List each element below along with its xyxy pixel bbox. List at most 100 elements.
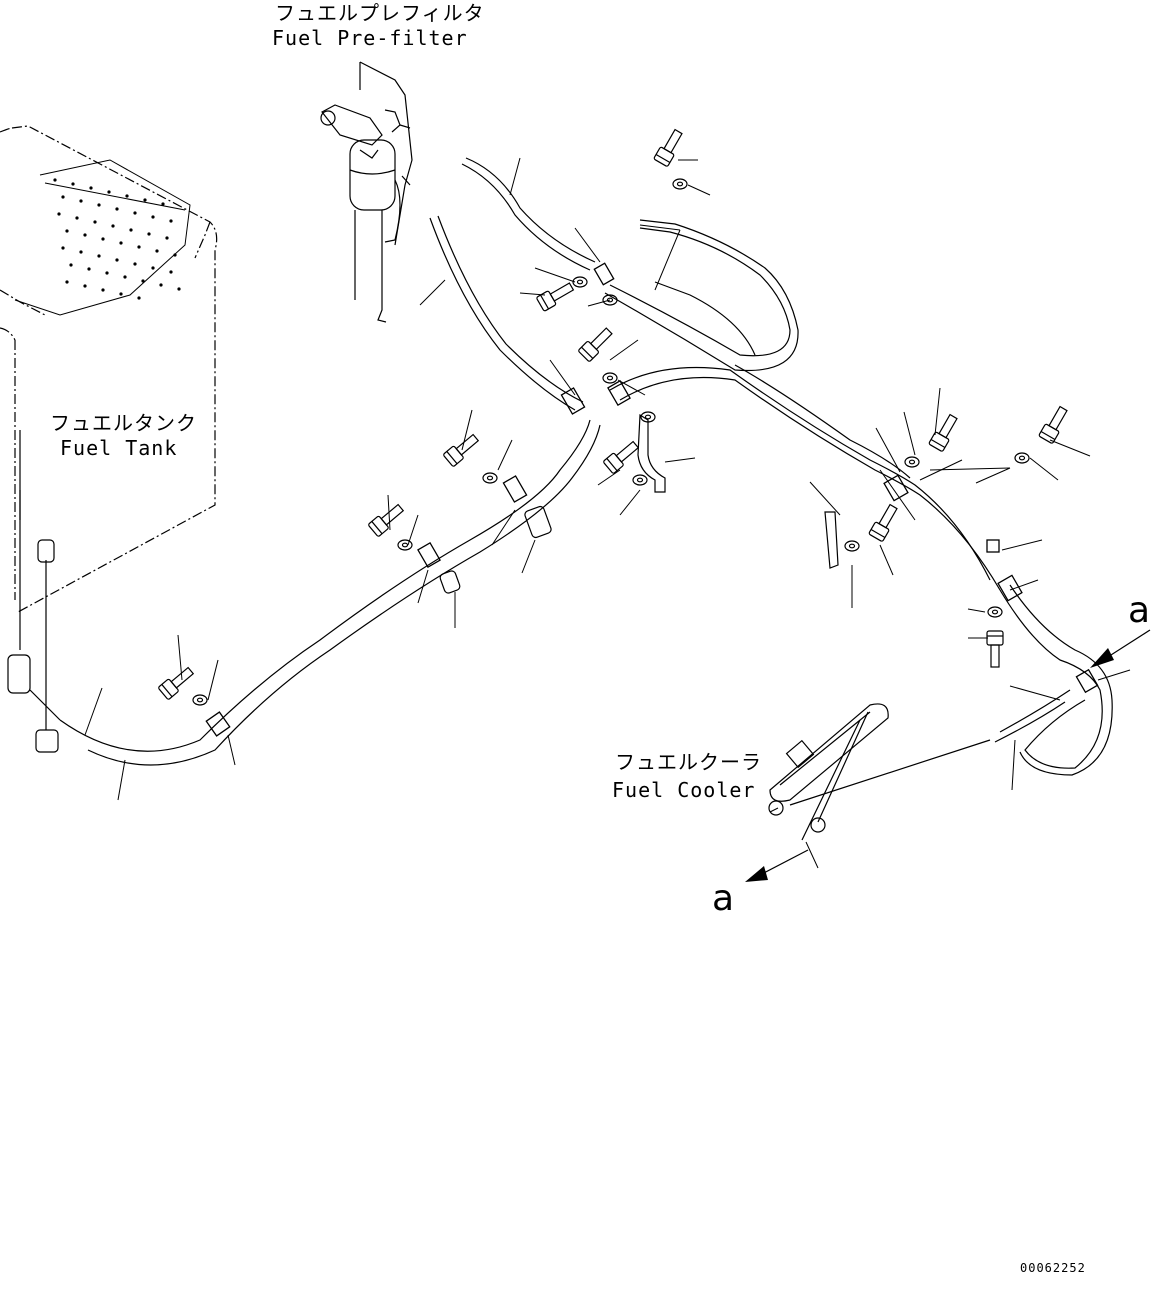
plate-bolt-dot bbox=[107, 190, 111, 194]
washer-icon bbox=[632, 474, 648, 486]
plate-bolt-dot bbox=[129, 228, 133, 232]
hose-clamps bbox=[205, 262, 1099, 737]
view-arrow-top-label: a bbox=[1128, 590, 1150, 631]
leader-line bbox=[879, 544, 894, 576]
plate-bolt-dot bbox=[79, 250, 83, 254]
plate-bolt-dot bbox=[141, 279, 145, 283]
plate-bolt-dot bbox=[101, 288, 105, 292]
bolt-icon bbox=[536, 282, 575, 312]
leader-line bbox=[929, 467, 1011, 471]
plate-bolt-dot bbox=[147, 232, 151, 236]
plate-bolt-dot bbox=[65, 229, 69, 233]
bolt-icon bbox=[928, 413, 958, 452]
washer-icon bbox=[482, 472, 498, 484]
leader-line bbox=[875, 427, 901, 473]
plate-bolt-dot bbox=[155, 249, 159, 253]
plate-bolt-dot bbox=[71, 182, 75, 186]
bolt-icon bbox=[868, 503, 898, 542]
washer-icon bbox=[602, 372, 618, 384]
leader-line bbox=[609, 339, 639, 361]
plate-bolt-dot bbox=[69, 263, 73, 267]
leader-line bbox=[619, 489, 641, 516]
plate-bolt-dot bbox=[83, 284, 87, 288]
washer-hole bbox=[196, 697, 204, 703]
leader-line bbox=[419, 279, 446, 306]
washer-hole bbox=[576, 279, 584, 285]
plate-bolt-dot bbox=[115, 258, 119, 262]
plate-bolt-dot bbox=[123, 275, 127, 279]
fuel-cooler bbox=[768, 703, 991, 841]
leader-line bbox=[491, 509, 516, 546]
washer-hole bbox=[1018, 455, 1026, 461]
view-arrow-top: a bbox=[1090, 590, 1151, 668]
leader-line bbox=[1029, 457, 1059, 481]
plate-bolt-dot bbox=[65, 280, 69, 284]
bolts-and-washers bbox=[158, 128, 1068, 706]
tank-top-plate bbox=[14, 159, 191, 316]
brackets bbox=[37, 413, 839, 594]
leader-line bbox=[1011, 739, 1016, 791]
leader-line bbox=[597, 469, 621, 486]
leader-line bbox=[1097, 669, 1131, 681]
plate-bolt-dot bbox=[61, 246, 65, 250]
plate-bolt-dot bbox=[101, 237, 105, 241]
leader-line bbox=[1009, 685, 1061, 701]
washer-icon bbox=[572, 276, 588, 288]
leader-line bbox=[664, 457, 696, 463]
plate-bolt-dot bbox=[89, 186, 93, 190]
leader-line bbox=[461, 409, 473, 451]
bolt-icon bbox=[986, 630, 1004, 668]
bolt-icon bbox=[158, 666, 195, 700]
plate-bolt-dot bbox=[93, 220, 97, 224]
leader-line bbox=[975, 467, 1011, 484]
plate-bolt-dot bbox=[169, 219, 173, 223]
leader-line bbox=[509, 157, 521, 196]
leader-line bbox=[534, 267, 576, 283]
washer-hole bbox=[848, 543, 856, 549]
leader-line bbox=[1009, 579, 1039, 591]
leader-line bbox=[654, 229, 681, 291]
washer-hole bbox=[401, 542, 409, 548]
plate-bolt-dot bbox=[151, 266, 155, 270]
bolt-icon bbox=[603, 440, 640, 474]
tank-label-en: Fuel Tank bbox=[60, 436, 177, 460]
leader-line bbox=[207, 659, 219, 701]
washer-icon bbox=[1014, 452, 1030, 464]
washer-icon bbox=[844, 540, 860, 552]
washer-icon bbox=[640, 411, 656, 423]
plate-bolt-dot bbox=[83, 233, 87, 237]
leader-line bbox=[177, 634, 183, 681]
leader-line bbox=[769, 807, 779, 813]
plate-bolt-dot bbox=[165, 236, 169, 240]
plate-bolt-dot bbox=[119, 241, 123, 245]
washer-hole bbox=[606, 297, 614, 303]
washer-hole bbox=[486, 475, 494, 481]
washer-icon bbox=[672, 178, 688, 190]
washer-hole bbox=[644, 414, 652, 420]
leader-line bbox=[639, 224, 681, 231]
plate-bolt-dot bbox=[61, 195, 65, 199]
cooler-label-en: Fuel Cooler bbox=[612, 778, 755, 802]
plate-bolt-dot bbox=[173, 253, 177, 257]
plate-bolt-dot bbox=[97, 203, 101, 207]
leader-lines bbox=[84, 157, 1131, 869]
leader-line bbox=[407, 514, 419, 546]
bolt-icon bbox=[653, 128, 683, 167]
cooler-label-jp: フュエルクーラ bbox=[615, 750, 762, 774]
bolt-icon bbox=[368, 503, 405, 537]
leader-line bbox=[497, 439, 513, 471]
drawing-number: 00062252 bbox=[1020, 1261, 1086, 1275]
prefilter-assembly bbox=[320, 61, 413, 323]
leader-line bbox=[1049, 439, 1091, 457]
leader-line bbox=[549, 359, 576, 396]
plate-bolt-dot bbox=[115, 207, 119, 211]
washer-hole bbox=[908, 459, 916, 465]
plate-bolt-dot bbox=[137, 296, 141, 300]
prefilter-label-jp: フュエルプレフィルタ bbox=[275, 1, 485, 25]
leader-line bbox=[934, 387, 941, 436]
leader-line bbox=[967, 608, 986, 613]
plate-bolt-dot bbox=[177, 287, 181, 291]
plate-bolt-dot bbox=[57, 212, 61, 216]
